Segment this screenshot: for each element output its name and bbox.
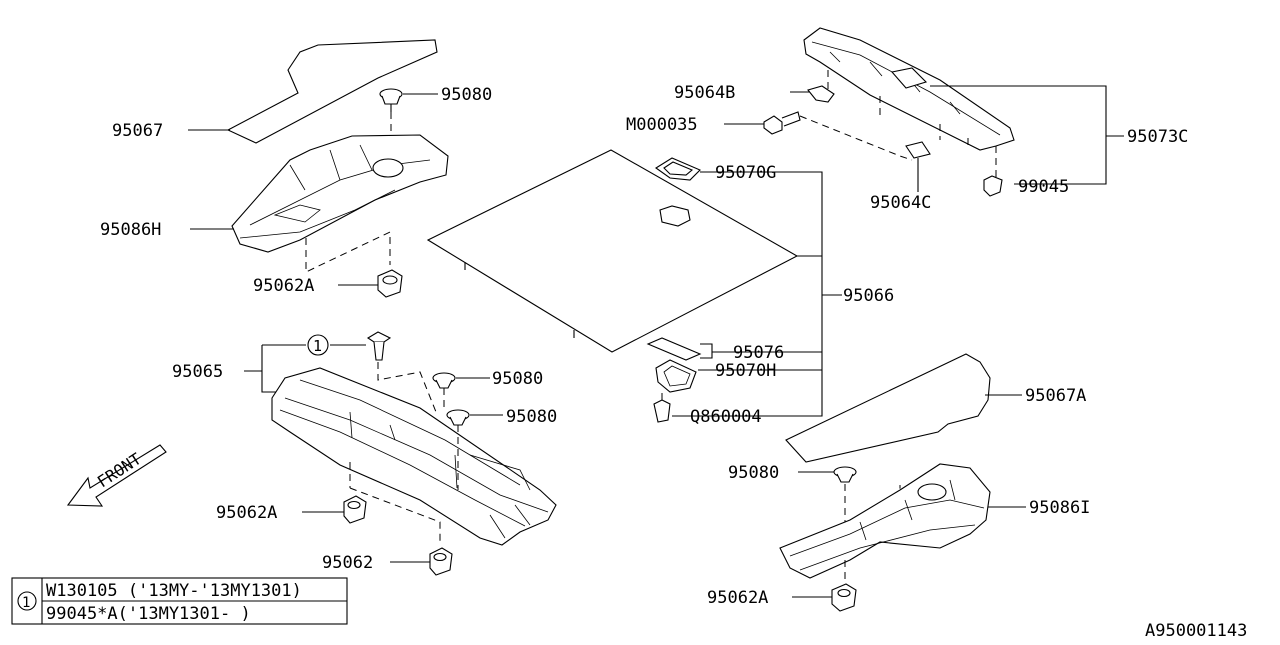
label-95080-right: 95080 — [728, 463, 779, 483]
part-95070H-cover — [655, 359, 697, 393]
label-95086H: 95086H — [100, 220, 161, 240]
part-95086I-tray — [779, 463, 991, 579]
label-95067: 95067 — [112, 121, 163, 141]
label-95064C: 95064C — [870, 193, 931, 213]
label-M000035: M000035 — [626, 115, 698, 135]
label-95062A-top: 95062A — [253, 276, 314, 296]
label-95070G: 95070G — [715, 163, 776, 183]
dash-line — [377, 362, 437, 413]
part-95067-mat — [226, 39, 438, 144]
legend-row-1: W130105 ('13MY-'13MY1301) — [46, 581, 302, 601]
part-95076 — [646, 337, 702, 361]
callout-1-text: 1 — [313, 337, 322, 355]
clip-95080-mid1 — [432, 372, 456, 410]
clip-95080-right — [833, 466, 857, 483]
label-95073C: 95073C — [1127, 127, 1188, 147]
front-direction-arrow: FRONT — [66, 444, 167, 507]
clip-95064B — [807, 85, 835, 103]
screw-Q860004 — [653, 392, 671, 423]
clip-95080-top — [379, 88, 403, 112]
label-Q860004: Q860004 — [690, 407, 762, 427]
clip-95062A-right — [831, 583, 857, 612]
dash-line — [305, 231, 391, 273]
part-95073C-trim — [803, 27, 1015, 151]
clip-95062A-top — [377, 269, 403, 298]
label-95076: 95076 — [733, 343, 784, 363]
leader-95073C-bracket — [930, 85, 1124, 185]
part-95065-tray — [271, 367, 557, 546]
legend-marker: 1 — [22, 595, 30, 611]
diagram-id: A950001143 — [1145, 621, 1247, 640]
leader-95065 — [244, 344, 366, 393]
label-95066: 95066 — [843, 286, 894, 306]
label-95080-mid2: 95080 — [506, 407, 557, 427]
clip-99045 — [983, 175, 1003, 197]
label-95062A-right: 95062A — [707, 588, 768, 608]
part-95070G-cover — [655, 157, 701, 181]
clip-95062A-bottom — [343, 495, 367, 524]
label-95080-top: 95080 — [441, 85, 492, 105]
label-99045: 99045 — [1018, 177, 1069, 197]
dash-line — [799, 115, 913, 161]
part-95086H-tray — [231, 134, 449, 253]
label-95067A: 95067A — [1025, 386, 1086, 406]
legend-table: 1 W130105 ('13MY-'13MY1301) 99045*A('13M… — [11, 577, 348, 625]
label-95065: 95065 — [172, 362, 223, 382]
clip-95080-mid2 — [446, 409, 470, 490]
part-95067A-mat — [785, 353, 991, 463]
label-95064B: 95064B — [674, 83, 735, 103]
clip-95064C — [905, 141, 931, 159]
label-95086I: 95086I — [1029, 498, 1090, 518]
clip-w130105 — [366, 331, 392, 361]
bolt-M000035 — [763, 111, 801, 135]
label-95062: 95062 — [322, 553, 373, 573]
leader-95066-bracket — [672, 171, 842, 417]
label-95062A-bottom: 95062A — [216, 503, 277, 523]
dash-line — [349, 462, 441, 545]
label-95070H: 95070H — [715, 361, 776, 381]
legend-row-2: 99045*A('13MY1301- ) — [46, 604, 251, 624]
label-95080-mid1: 95080 — [492, 369, 543, 389]
callout-1: 1 — [307, 334, 329, 356]
clip-95062 — [429, 547, 453, 576]
